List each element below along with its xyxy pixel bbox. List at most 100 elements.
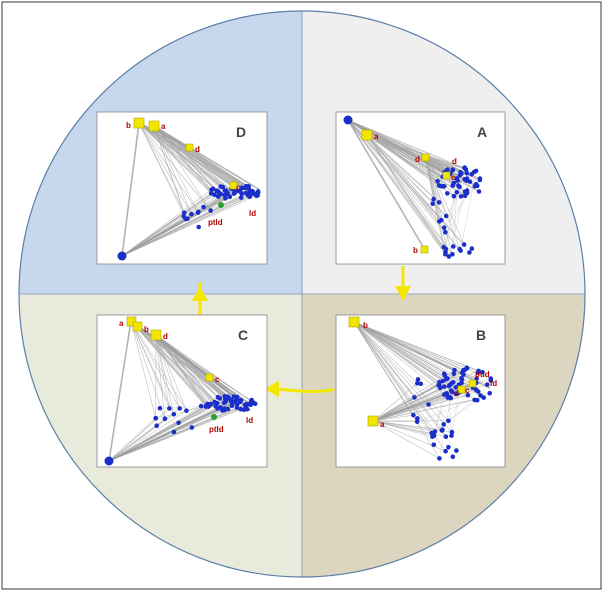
network-node (411, 412, 416, 418)
network-node (472, 183, 478, 189)
network-edge (441, 178, 480, 187)
network-node (478, 393, 483, 398)
label-d-2: d (452, 157, 457, 166)
network-edge (153, 125, 212, 194)
network-node (225, 406, 231, 412)
network-node (451, 380, 456, 385)
network-node (467, 250, 472, 255)
network-node (438, 385, 443, 391)
network-node (449, 433, 454, 438)
network-node (440, 427, 445, 433)
panel-D-nodes (181, 183, 261, 230)
network-node (443, 448, 448, 454)
network-edge (108, 320, 132, 462)
network-edge (353, 321, 465, 371)
network-edge (138, 122, 192, 215)
network-node (450, 167, 456, 173)
network-edge (424, 156, 465, 245)
network-node (195, 210, 201, 215)
network-node (450, 454, 456, 460)
network-node (446, 383, 452, 389)
network-node (454, 190, 460, 195)
network-node (189, 211, 194, 217)
network-edge (424, 156, 453, 255)
network-edge (445, 196, 455, 250)
network-edge (347, 119, 453, 255)
network-edge (366, 134, 468, 194)
network-edge (372, 371, 483, 422)
network-node (215, 194, 221, 199)
network-node (467, 179, 473, 184)
label-ptld: ptld (209, 425, 224, 434)
network-node (239, 185, 244, 191)
network-node (253, 193, 259, 199)
network-node (426, 402, 431, 407)
network-node (238, 195, 244, 200)
network-edge (443, 169, 467, 228)
network-edge (155, 334, 218, 409)
network-edge (460, 170, 477, 251)
network-node (203, 404, 209, 409)
network-node (196, 224, 201, 230)
network-edge (372, 420, 440, 459)
network-edge (155, 334, 209, 406)
panel-B-nodes (411, 365, 494, 461)
network-node (446, 418, 451, 424)
network-node (182, 210, 187, 216)
network-node (429, 430, 435, 436)
network-edge (138, 122, 222, 195)
network-edge (153, 125, 261, 191)
network-edge (155, 334, 187, 411)
node-green (218, 202, 224, 208)
network-edge (138, 122, 187, 220)
node-green (211, 414, 217, 420)
network-edge (372, 383, 418, 422)
network-node (443, 229, 448, 235)
network-edge (443, 171, 475, 248)
network-edge (366, 134, 440, 203)
network-edge (108, 403, 256, 462)
network-node (244, 401, 249, 407)
network-edge (130, 320, 156, 419)
network-edge (366, 134, 466, 197)
network-node (247, 189, 253, 195)
network-edge (347, 119, 426, 251)
network-node (430, 201, 436, 206)
network-edge (448, 396, 452, 436)
network-node (440, 378, 446, 384)
network-node (452, 367, 457, 373)
network-node (249, 397, 254, 403)
network-node (437, 456, 442, 461)
panel-title: A (477, 124, 487, 140)
network-edge (424, 156, 440, 222)
network-edge (153, 125, 187, 220)
cycle-arrows (192, 266, 411, 397)
network-node (176, 420, 181, 426)
network-edge (155, 334, 256, 405)
network-edge (424, 156, 455, 197)
network-node (234, 394, 240, 400)
network-node (445, 395, 451, 400)
network-node (451, 371, 457, 377)
network-node (222, 394, 227, 399)
network-node (480, 369, 485, 375)
network-node (464, 178, 469, 183)
network-edge (347, 119, 465, 169)
network-edge (121, 194, 215, 257)
label-ld: ld (249, 209, 256, 218)
square-c (229, 181, 238, 190)
network-node (239, 191, 244, 197)
network-node (469, 246, 475, 251)
panel-title: D (236, 124, 246, 140)
network-node (449, 429, 455, 435)
network-node (454, 448, 459, 453)
square-c (205, 373, 214, 382)
network-edge (353, 321, 418, 384)
node-large (117, 251, 127, 261)
label-ld: ld (246, 416, 253, 425)
network-node (453, 385, 459, 390)
network-node (458, 248, 463, 253)
arrow-c-to-d (192, 282, 208, 315)
panel-C: C a b d c ptld ld (96, 314, 268, 468)
network-edge (424, 156, 447, 217)
